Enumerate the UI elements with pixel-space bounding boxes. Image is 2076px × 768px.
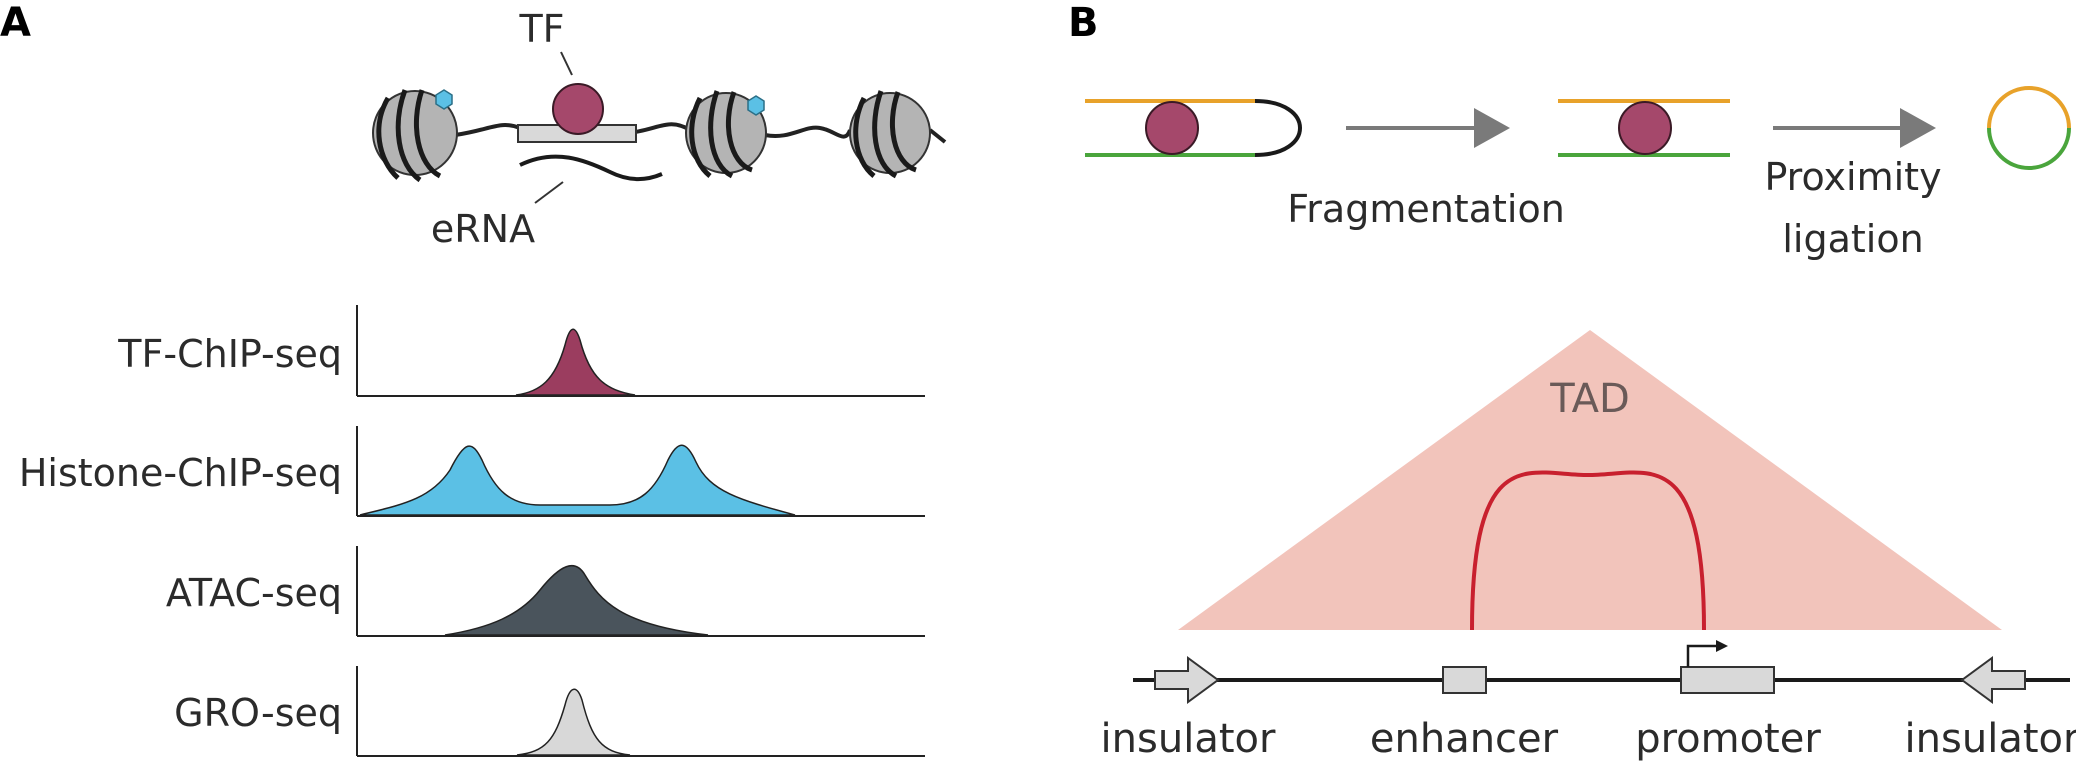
nucleosome — [685, 90, 767, 179]
track-tf-chip: TF-ChIP-seq — [117, 305, 925, 397]
tss-arrowhead-icon — [1716, 640, 1728, 652]
proximity-label: Proximity — [1764, 155, 1941, 199]
panel-b-letter: B — [1068, 0, 1099, 46]
promoter-label: promoter — [1635, 716, 1821, 762]
tf-pointer — [560, 51, 573, 76]
track-histone-chip: Histone-ChIP-seq — [19, 426, 925, 517]
track-atac: ATAC-seq — [166, 546, 925, 637]
signal-tracks: TF-ChIP-seq Histone-ChIP-seq ATAC-seq GR… — [19, 305, 925, 757]
dna-linker — [928, 128, 947, 144]
erna-strand — [519, 154, 663, 181]
tad-label: TAD — [1549, 376, 1630, 422]
genomic-locus: insulator enhancer promoter insulator — [1101, 640, 2076, 762]
erna-label: eRNA — [431, 207, 535, 251]
insulator-right-arrow-icon — [1960, 656, 2026, 704]
erna-pointer — [534, 181, 564, 204]
track-label: GRO-seq — [174, 691, 342, 735]
insulator-left-arrow-icon — [1154, 656, 1220, 704]
histone-mark-icon — [747, 95, 765, 116]
fragmented-strands — [1558, 99, 1730, 157]
track-label: Histone-ChIP-seq — [19, 451, 342, 495]
dna-linker — [634, 122, 692, 134]
ligation-label: ligation — [1782, 217, 1923, 261]
track-label: TF-ChIP-seq — [117, 332, 342, 376]
insulator-right-label: insulator — [1905, 716, 2076, 762]
track-label: ATAC-seq — [166, 571, 342, 615]
histone-mark-icon — [435, 89, 453, 110]
ligated-circle — [1987, 86, 2071, 170]
track-peak — [516, 688, 631, 756]
panel-a-letter: A — [0, 0, 31, 46]
promoter-box — [1680, 666, 1775, 694]
tad-triangle — [1178, 330, 2002, 630]
enhancer-label: enhancer — [1370, 716, 1559, 762]
track-gro: GRO-seq — [174, 666, 925, 757]
tss-arrow-icon — [1686, 644, 1718, 667]
tf-protein — [1145, 101, 1199, 155]
tf-protein — [1618, 101, 1672, 155]
track-peak — [359, 444, 796, 516]
enhancer-box — [1442, 666, 1487, 694]
tf-protein — [552, 83, 604, 135]
track-peak — [515, 328, 636, 396]
hic-workflow: Fragmentation Proximity ligation — [1085, 86, 2071, 261]
nucleosome — [372, 89, 458, 183]
nucleosome — [849, 90, 931, 179]
chromatin-schematic: TF eRNA — [372, 7, 947, 251]
tad-diagram: TAD — [1178, 330, 2002, 631]
insulator-left-label: insulator — [1101, 716, 1276, 762]
tf-label: TF — [518, 7, 564, 51]
dna-linker — [454, 123, 521, 137]
crosslinked-loop — [1085, 99, 1302, 157]
track-peak — [444, 565, 709, 636]
fragmentation-label: Fragmentation — [1287, 187, 1565, 231]
dna-linker — [764, 125, 852, 139]
chromatin-loop — [1470, 470, 1706, 631]
